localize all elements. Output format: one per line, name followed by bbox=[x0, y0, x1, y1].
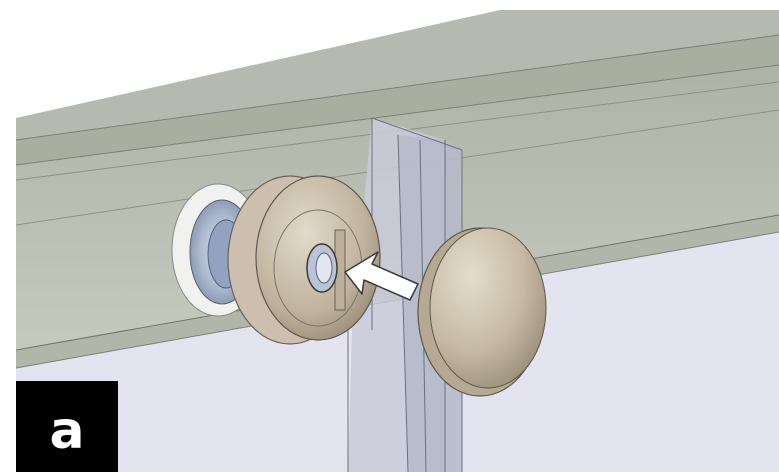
rail-edge-line bbox=[15, 64, 779, 166]
profile-line bbox=[371, 117, 463, 151]
panel-label: a bbox=[49, 400, 85, 461]
profile-line bbox=[397, 134, 409, 472]
rail-upper-bevel bbox=[16, 35, 779, 165]
rail-top-surface bbox=[16, 10, 779, 140]
cover-cap bbox=[429, 227, 547, 389]
rail-edge-line bbox=[15, 34, 779, 141]
bushing-bore-inner bbox=[315, 252, 333, 284]
panel-label-box: a bbox=[16, 381, 118, 472]
arrow-left-icon bbox=[344, 251, 419, 301]
